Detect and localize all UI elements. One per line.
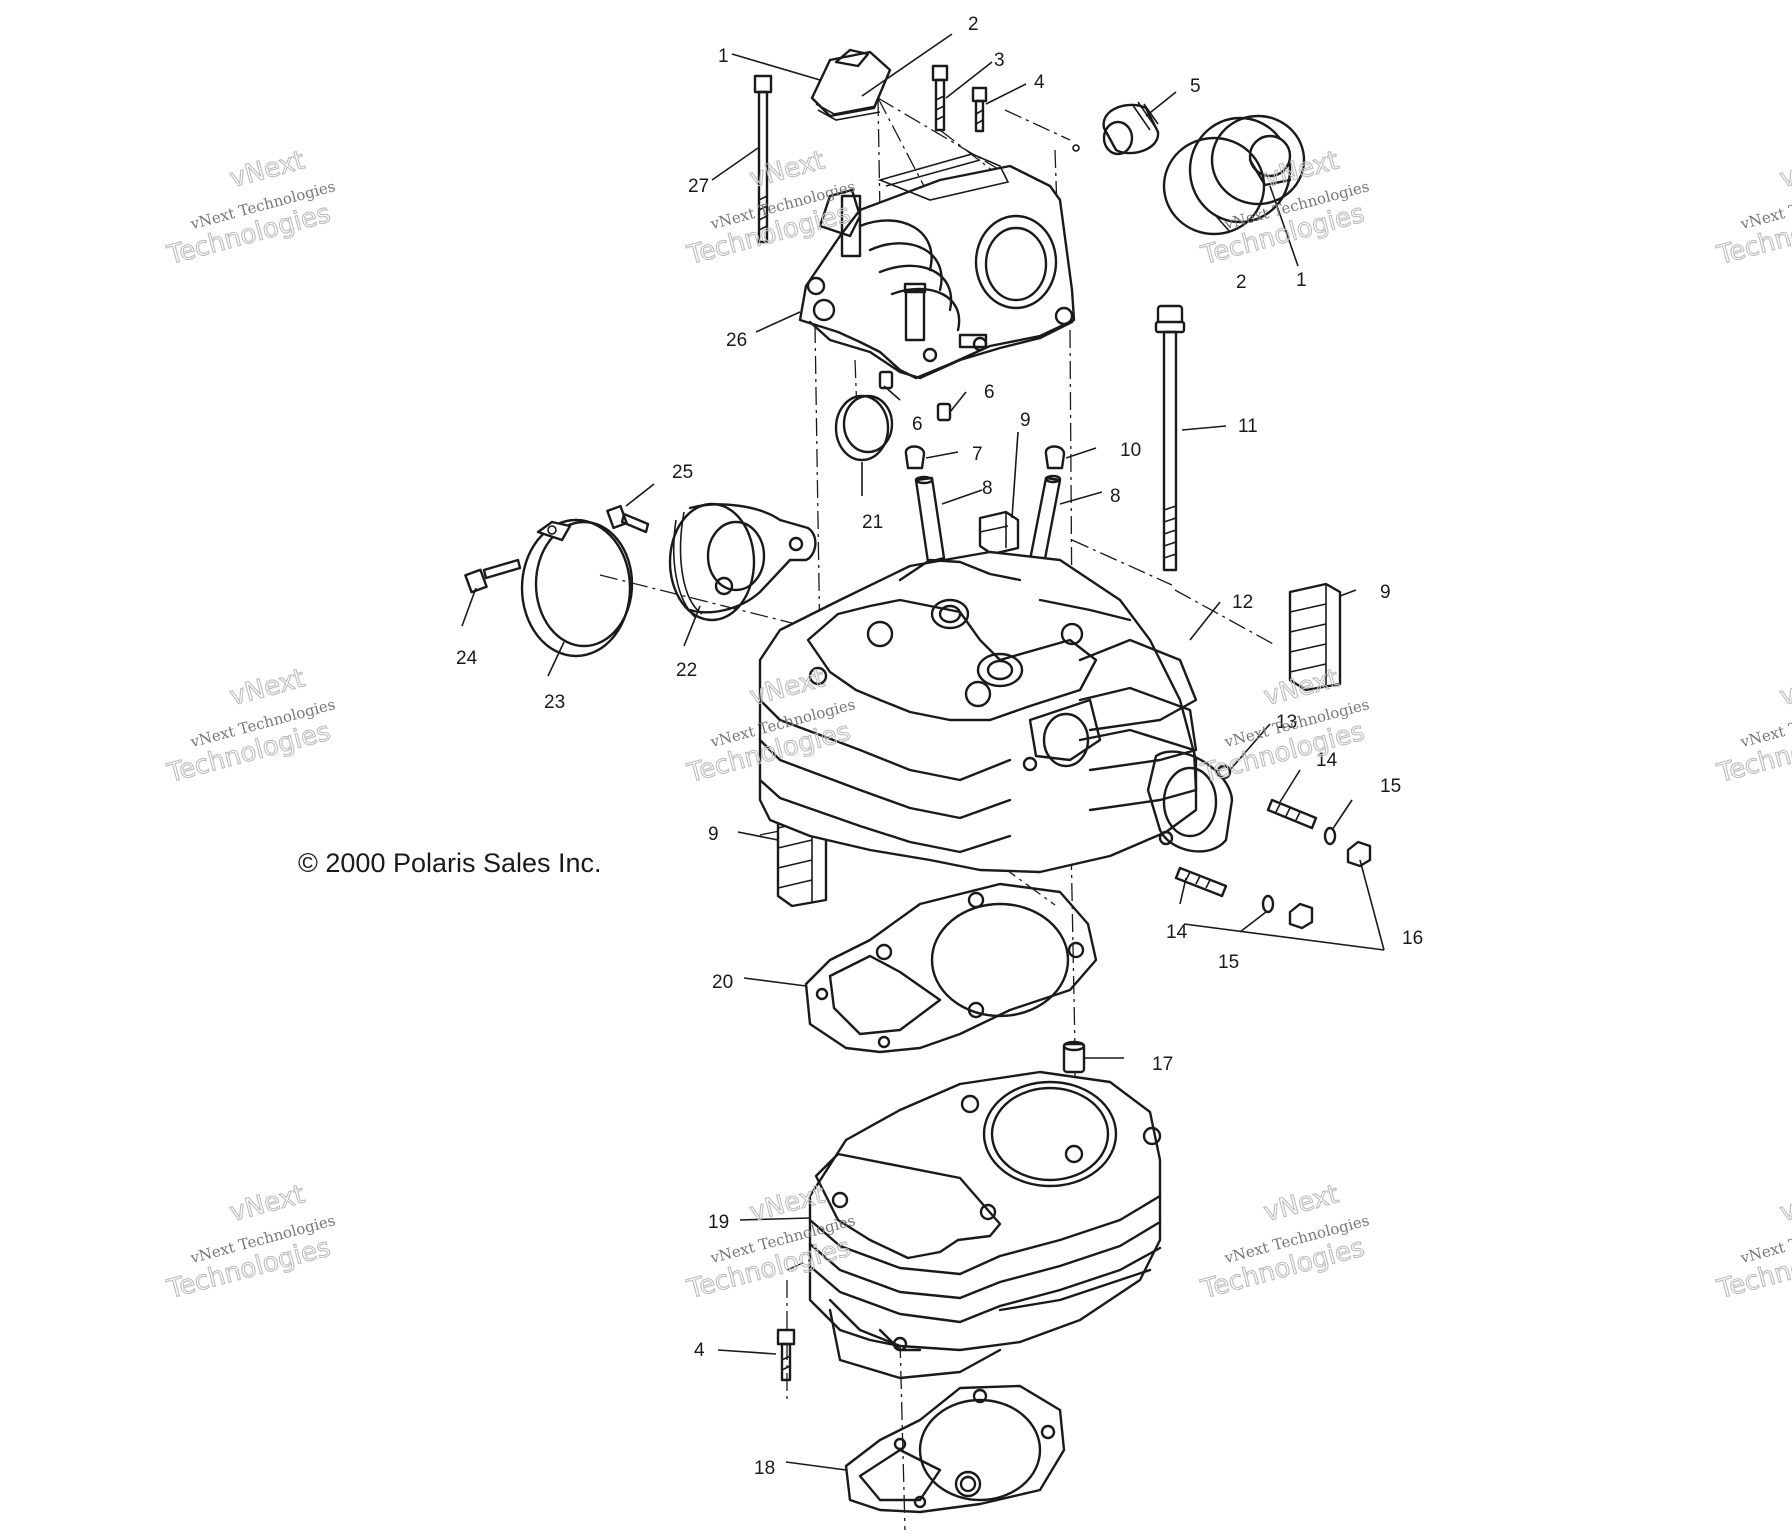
part-21-plug [834,394,894,462]
part-4-bolt-top [971,86,988,133]
part-7-valve-cap [904,445,926,470]
part-14-stud-upper [1266,798,1318,830]
callout-12: 12 [1232,592,1253,613]
copyright-notice: © 2000 Polaris Sales Inc. [298,848,602,878]
callout-11: 11 [1238,416,1258,437]
callout-27: 27 [688,176,709,197]
part-14-stud-lower [1174,866,1228,898]
callout-22: 22 [676,660,697,681]
callout-7: 7 [972,444,983,465]
callout-19: 19 [708,1212,729,1233]
part-17-dowel [1062,1040,1086,1074]
callout-21: 21 [862,512,883,533]
part-23-clamp [520,518,634,658]
part-27-long-bolt [753,74,773,244]
watermark-top: vNext [1777,145,1792,194]
callout-1-right: 1 [1296,270,1307,291]
part-24-screw [464,558,522,594]
callout-17: 17 [1152,1054,1173,1075]
part-2-oring-right [1162,136,1266,236]
part-15-washers [1261,826,1337,914]
part-9-block-right [1288,582,1342,692]
callout-8-right: 8 [1110,486,1121,507]
part-18-base-gasket [844,1384,1066,1514]
callout-14-upper: 14 [1316,750,1338,771]
callout-4-bottom: 4 [694,1340,705,1361]
callout-6-left: 6 [912,414,923,435]
callout-23: 23 [544,692,565,713]
watermark-top: vNext [1777,1179,1792,1228]
callout-18: 18 [754,1458,775,1479]
part-10-valve-cap [1044,445,1066,470]
callout-10: 10 [1120,440,1141,461]
callout-20: 20 [712,972,733,993]
part-25-screw [606,504,650,534]
part-1-cover-cap [810,48,892,121]
callout-numbers: 1 2 3 4 5 2 1 27 26 6 6 21 7 9 8 10 8 11… [456,14,1423,1479]
callout-2-right: 2 [1236,272,1247,293]
callout-13: 13 [1276,712,1297,733]
callout-5: 5 [1190,76,1201,97]
callout-15-lower: 15 [1218,952,1239,973]
part-5-plug [1102,101,1160,156]
callout-2: 2 [968,14,979,35]
part-3-bolt [931,64,949,132]
callout-4: 4 [1034,72,1045,93]
part-12-cylinder-head [758,550,1198,874]
callout-26: 26 [726,330,747,351]
callout-6-right: 6 [984,382,995,403]
callout-24: 24 [456,648,478,669]
callout-8-left: 8 [982,478,993,499]
callout-1: 1 [718,46,729,67]
callout-25: 25 [672,462,693,483]
part-11-long-stud [1154,304,1186,572]
part-4-bolt-bottom [776,1328,796,1382]
callout-9-top: 9 [1020,410,1031,431]
callout-9-left: 9 [708,824,719,845]
part-13-exhaust-gasket [1146,750,1234,853]
part-9-block-top [978,510,1020,556]
callout-14-lower: 14 [1166,922,1188,943]
callout-15-upper: 15 [1380,776,1401,797]
part-26-rocker-box [798,144,1080,380]
part-19-cylinder [808,1070,1162,1380]
watermark-top: vNext [1777,663,1792,712]
callout-leaders [461,33,1385,1471]
callout-3: 3 [994,50,1005,71]
callout-16: 16 [1402,928,1423,949]
part-16-nuts [1288,840,1372,930]
part-22-intake-boot [668,502,817,622]
part-6-dowels [878,370,952,422]
part-20-head-gasket [804,882,1098,1054]
callout-9-right: 9 [1380,582,1391,603]
